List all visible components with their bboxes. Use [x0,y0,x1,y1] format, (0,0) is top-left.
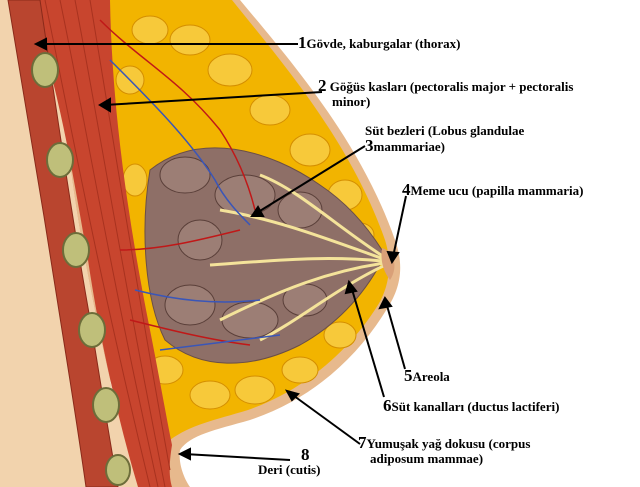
ribs [31,52,131,486]
label-1-text: Gövde, kaburgalar (thorax) [306,36,461,51]
label-2-text: Göğüs kasları (pectoralis major + pector… [329,79,574,94]
label-7-text-line2: adiposum mammae) [370,451,484,466]
label-8: 8 Deri (cutis) [258,445,321,477]
label-5-text: Areola [412,369,450,384]
label-6: 6Süt kanalları (ductus lactiferi) [383,396,560,415]
label-4-number: 4 [402,180,411,199]
milk-ducts [209,173,393,342]
label-8-text: Deri (cutis) [258,462,321,477]
label-2-number: 2 [318,76,327,95]
label-1-number: 1 [298,33,307,52]
muscle-fibers [44,0,171,487]
pointer-arrows [33,37,407,461]
label-2-text-line2: minor) [332,94,371,109]
gland-lobules [159,156,328,339]
blood-vessels-red [99,19,256,346]
label-5-number: 5 [404,366,413,385]
label-4-text: Meme ucu (papilla mammaria) [410,183,584,198]
label-2: 2 Göğüs kasları (pectoralis major + pect… [318,76,574,109]
label-7: 7Yumuşak yağ dokusu (corpus adiposum mam… [358,433,531,466]
label-6-number: 6 [383,396,392,415]
label-7-text: Yumuşak yağ dokusu (corpus [366,436,531,451]
label-4: 4Meme ucu (papilla mammaria) [402,180,584,199]
label-1: 1Gövde, kaburgalar (thorax) [298,33,461,52]
label-6-text: Süt kanalları (ductus lactiferi) [391,399,560,414]
label-3-text-line2: mammariae) [373,139,445,154]
label-5: 5Areola [404,366,450,385]
pectoral-muscle [28,0,172,487]
blood-vessels-blue [109,59,281,351]
label-3: Süt bezleri (Lobus glandulae 3mammariae) [365,123,524,154]
label-8-number: 8 [300,445,310,464]
label-7-number: 7 [358,433,367,452]
label-3-number: 3 [365,136,374,155]
label-3-text: Süt bezleri (Lobus glandulae [365,123,525,138]
